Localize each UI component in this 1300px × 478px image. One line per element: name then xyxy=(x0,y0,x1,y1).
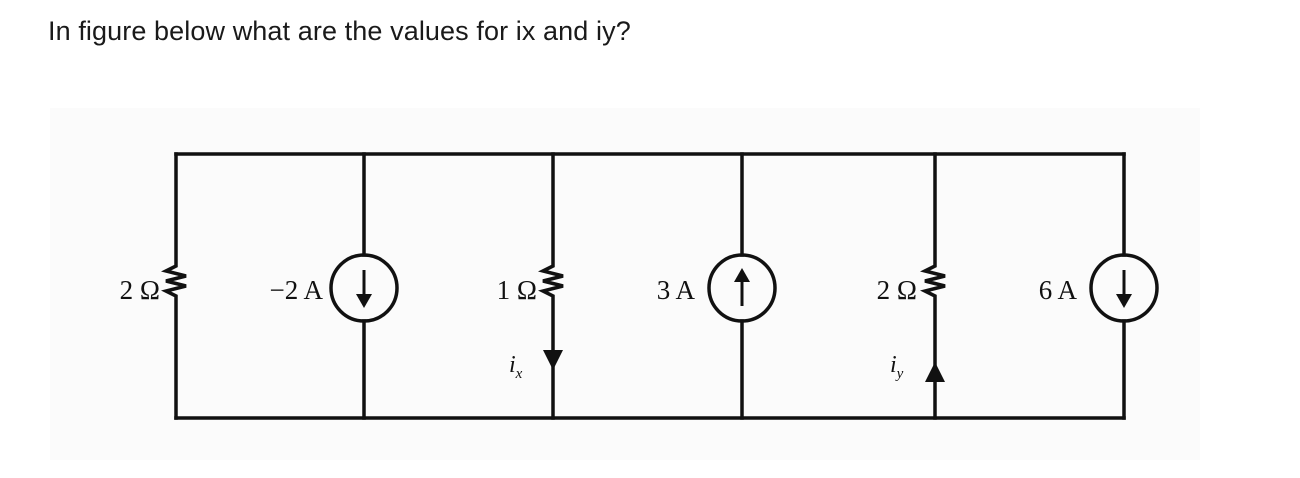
resistor-3-label: 2 Ω xyxy=(877,275,917,305)
resistor-2-branch xyxy=(537,152,564,420)
resistor-3-branch xyxy=(919,152,946,420)
source-2-arrow-up-icon xyxy=(734,268,750,306)
resistor-1-branch xyxy=(160,152,187,420)
ix-arrow-down-icon xyxy=(543,350,563,370)
iy-subscript: y xyxy=(895,366,904,382)
ix-subscript: x xyxy=(515,366,523,382)
source-1-label: −2 A xyxy=(270,275,324,305)
current-source-2 xyxy=(707,253,777,323)
source-3-label: 6 A xyxy=(1039,275,1078,305)
resistor-2-label: 1 Ω xyxy=(497,275,537,305)
iy-label: iy xyxy=(890,352,904,382)
current-source-3 xyxy=(1089,253,1159,323)
ix-label: ix xyxy=(509,352,523,382)
iy-arrow-up-icon xyxy=(925,362,945,382)
iy-symbol: i xyxy=(890,352,897,378)
resistor-1-label: 2 Ω xyxy=(120,275,160,305)
ix-symbol: i xyxy=(509,352,516,378)
source-1-arrow-down-icon xyxy=(356,270,372,308)
question-text: In figure below what are the values for … xyxy=(48,16,631,46)
figure-background xyxy=(50,108,1200,460)
source-3-arrow-down-icon xyxy=(1116,270,1132,308)
current-source-1 xyxy=(329,253,399,323)
source-2-label: 3 A xyxy=(657,275,696,305)
